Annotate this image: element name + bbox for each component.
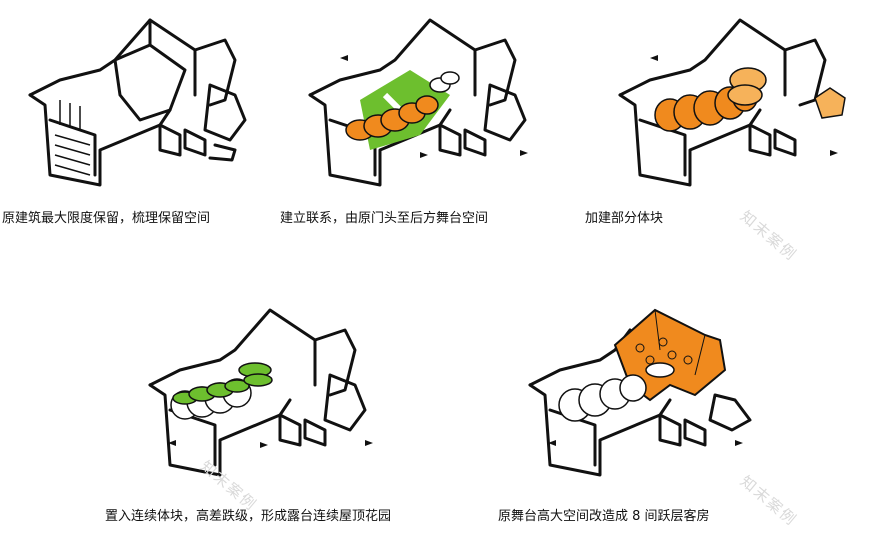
diagram-5: 原舞台高大空间改造成 8 间跃层客房 (498, 290, 780, 524)
diagram-caption: 置入连续体块，高差跌级，形成露台连续屋顶花园 (105, 509, 392, 524)
building-drawing-4 (148, 308, 373, 477)
diagram-caption: 加建部分体块 (585, 211, 664, 226)
watermark: 知末案例 (736, 207, 801, 265)
diagram-4: 置入连续体块，高差跌级，形成露台连续屋顶花园 (105, 290, 400, 524)
building-drawing-5 (528, 308, 752, 477)
diagram-caption: 原建筑最大限度保留，梳理保留空间 (2, 211, 211, 226)
diagram-caption: 原舞台高大空间改造成 8 间跃层客房 (498, 509, 710, 524)
diagram-caption: 建立联系，由原门头至后方舞台空间 (280, 211, 489, 226)
building-drawing-1 (28, 18, 247, 187)
building-drawing-2 (308, 18, 528, 187)
diagram-3: 加建部分体块 (585, 0, 870, 226)
diagram-2: 建立联系，由原门头至后方舞台空间 (280, 0, 560, 226)
building-drawing-3 (618, 18, 846, 187)
diagram-1: 原建筑最大限度保留，梳理保留空间 (2, 0, 280, 226)
